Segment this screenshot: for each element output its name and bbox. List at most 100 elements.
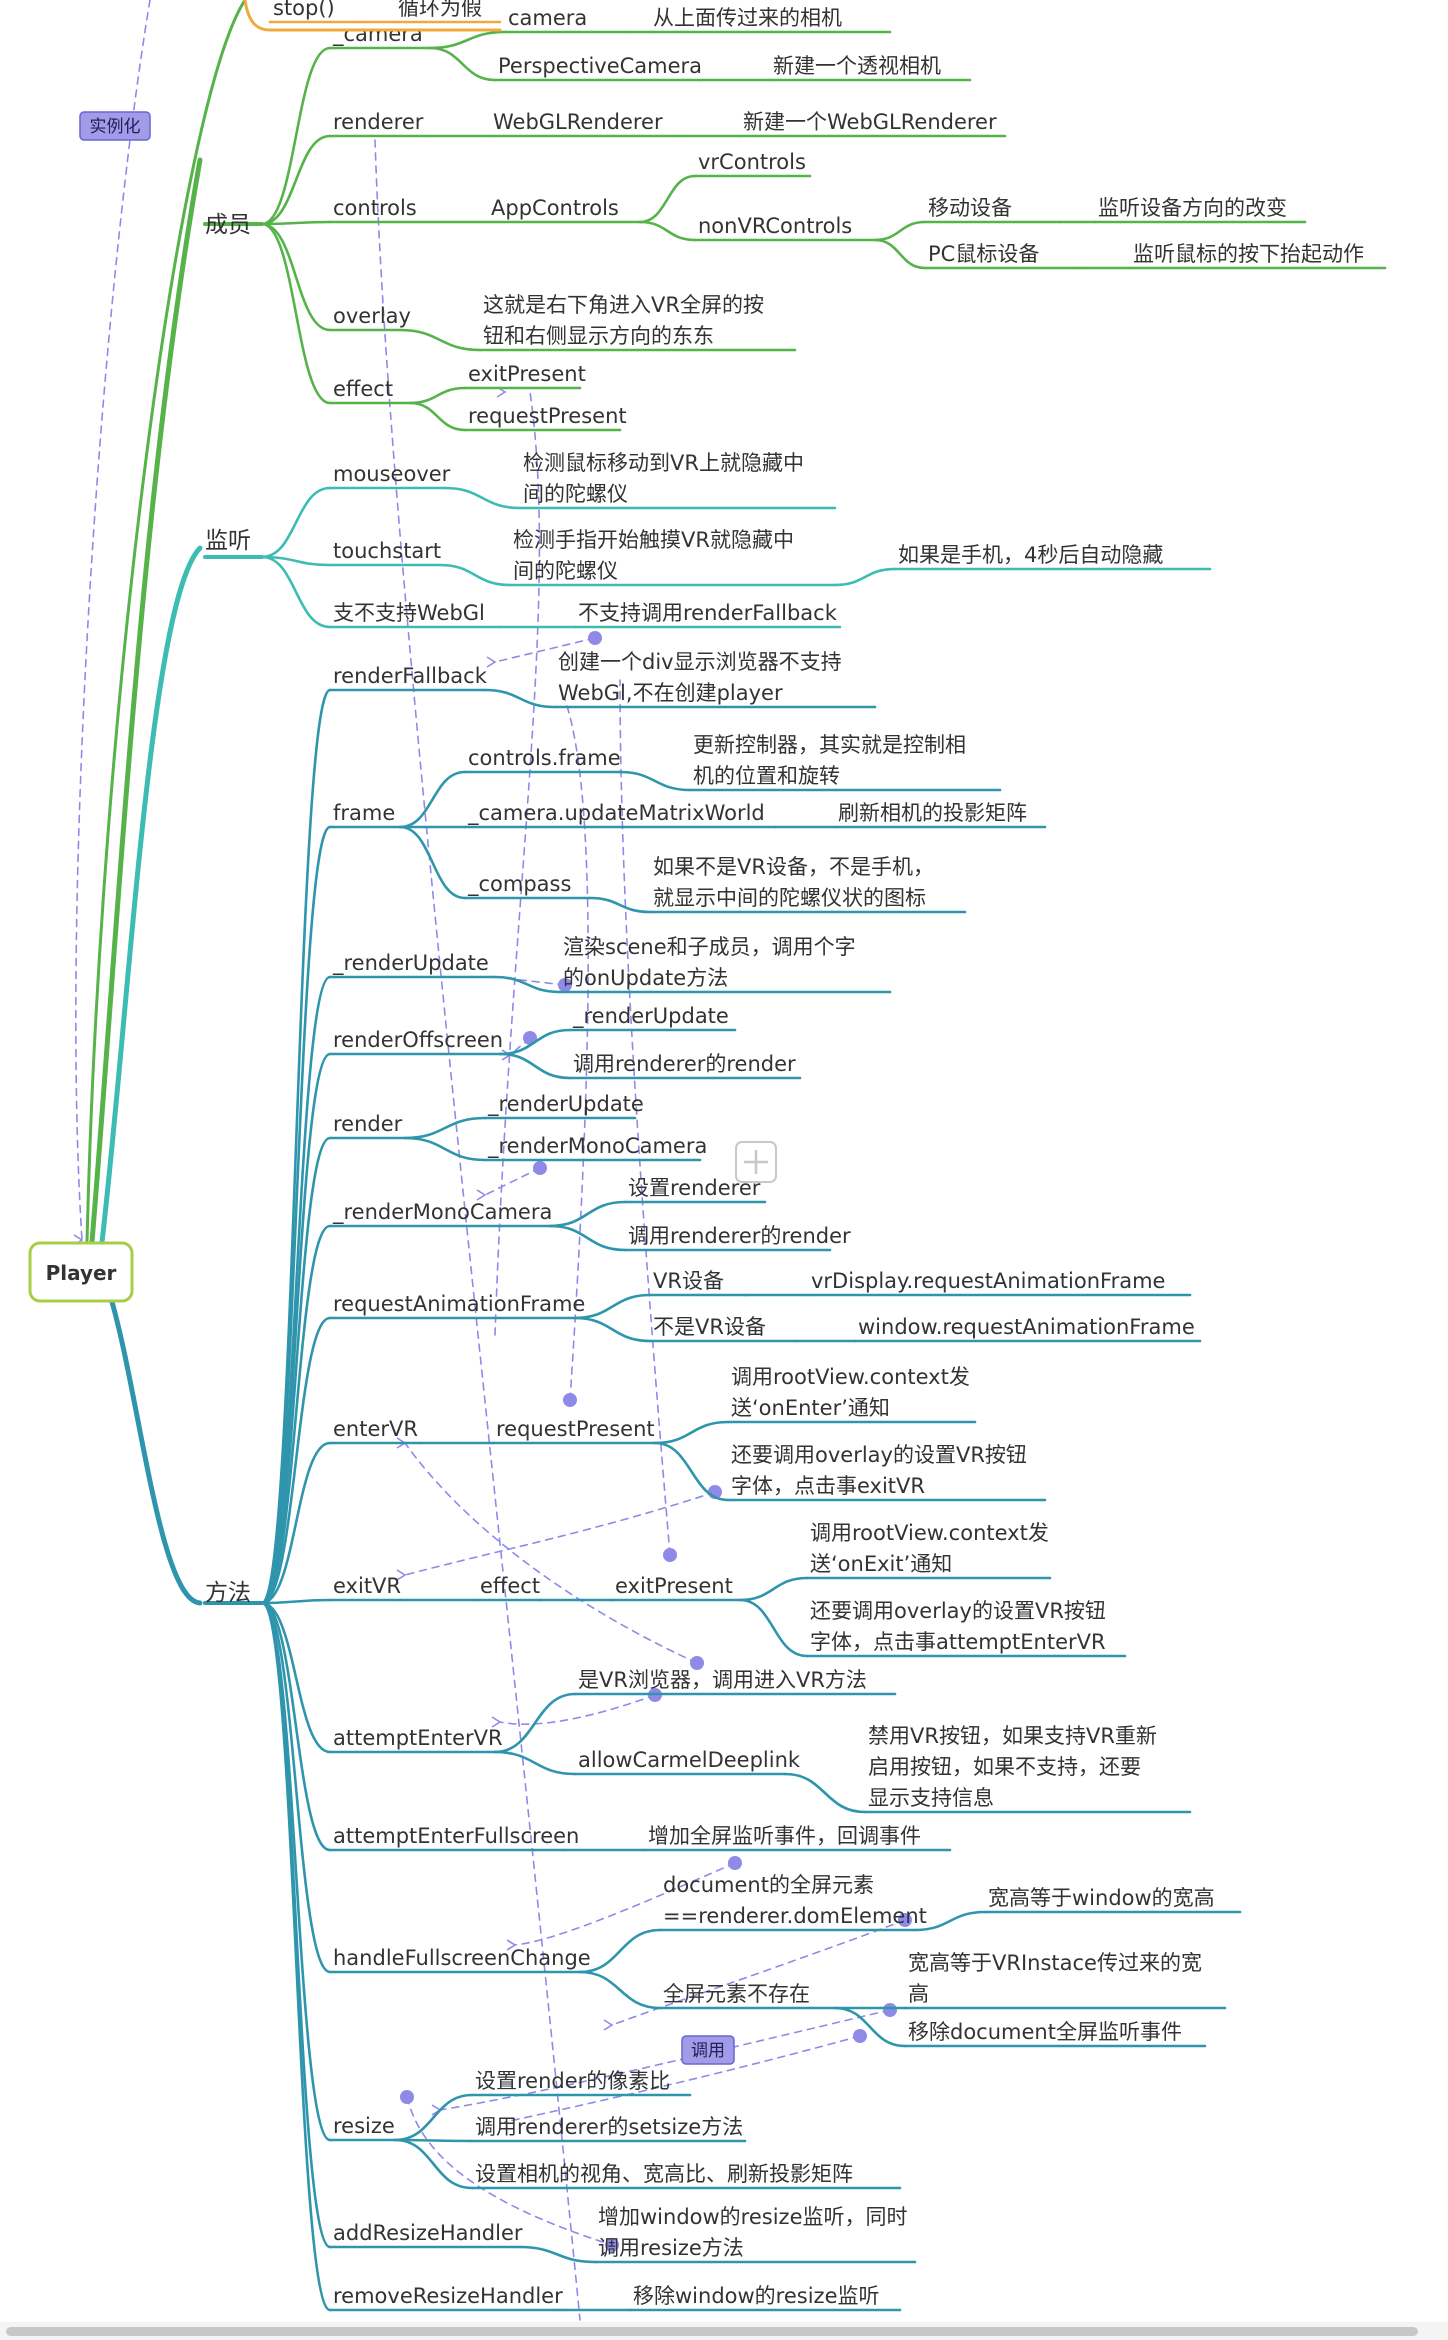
relation-dot — [563, 1393, 577, 1407]
raf-vr-device-note-label: vrDisplay.requestAnimationFrame — [811, 1269, 1165, 1293]
fullscreen-window-size-note-label: 宽高等于window的宽高 — [988, 1886, 1215, 1910]
relation-dot — [605, 2238, 619, 2252]
pc-device-connector — [873, 238, 927, 270]
top-branch-line — [243, 0, 502, 32]
relation-line — [439, 2009, 891, 2111]
mobile-device-label: 移动设备 — [928, 196, 1012, 220]
raf-non-vr-device-label: 不是VR设备 — [653, 1315, 766, 1339]
method-render-connector — [260, 1136, 332, 1605]
camera-param-note-label: 从上面传过来的相机 — [653, 6, 842, 30]
method-render-label: render — [333, 1112, 403, 1136]
fullscreen-listen-note-label: 增加全屏监听事件，回调事件 — [648, 1824, 921, 1848]
render-render-update-label: _renderUpdate — [487, 1092, 644, 1117]
member-camera-connector — [260, 46, 332, 226]
allow-carmel-deeplink-label: allowCarmelDeeplink — [578, 1748, 801, 1772]
app-controls-label: AppControls — [491, 196, 619, 220]
listen-mouseover-label: mouseover — [333, 462, 451, 486]
enter-overlay-note-label: 还要调用overlay的设置VR按钮字体，点击事exitVR — [731, 1443, 1027, 1498]
method-remove-resize-handler-label: removeResizeHandler — [333, 2284, 563, 2308]
nonvr-controls-label: nonVRControls — [698, 214, 852, 238]
attempt-vr-browser-note-connector — [493, 1692, 577, 1754]
mono-renderer-render-connector — [548, 1224, 627, 1252]
horizontal-scrollbar[interactable] — [0, 2322, 1448, 2340]
fullscreen-window-size-note-connector — [913, 1910, 987, 1932]
relation-line — [404, 1442, 698, 1664]
add-resize-note-label: 增加window的resize监听，同时调用resize方法 — [598, 2205, 907, 2260]
frame-compass-note-connector — [588, 896, 652, 914]
relation-arrowhead — [396, 1569, 407, 1581]
method-frame-label: frame — [333, 801, 395, 825]
listen-webgl-support-connector — [260, 555, 332, 629]
trunk-listeners — [99, 545, 203, 1245]
render-mono-camera-label: _renderMonoCamera — [487, 1134, 707, 1159]
relation-line — [504, 2035, 861, 2123]
render-fallback-note-connector — [483, 688, 557, 709]
listen-mouseover-connector — [260, 486, 332, 559]
frame-controls-note-connector — [618, 770, 692, 792]
mouseover-note-label: 检测鼠标移动到VR上就隐藏中间的陀螺仪 — [523, 451, 804, 506]
relation-dot — [883, 2003, 897, 2017]
branch-methods: 方法 — [205, 1580, 251, 1606]
resize-camera-aspect-connector — [393, 2138, 474, 2190]
render-mono-camera-connector — [403, 1136, 487, 1162]
add-node-button[interactable] — [735, 1141, 777, 1183]
root-node[interactable]: Player — [28, 1241, 134, 1303]
member-effect-connector — [260, 222, 332, 405]
relation-line — [514, 1862, 736, 1946]
relation-dot — [588, 631, 602, 645]
scrollbar-thumb[interactable] — [6, 2327, 1418, 2336]
fullscreen-element-equal-connector — [578, 1928, 662, 1974]
mobile-device-connector — [873, 220, 927, 242]
method-remove-resize-handler-connector — [260, 1601, 332, 2312]
relation-line — [611, 1919, 906, 2026]
nonvr-controls-connector — [638, 220, 697, 242]
trunk-methods — [109, 1299, 203, 1606]
relation-line — [404, 1491, 716, 1576]
deeplink-note-connector — [783, 1772, 867, 1814]
method-attempt-enter-vr-connector — [260, 1601, 332, 1754]
method-add-resize-handler-label: addResizeHandler — [333, 2221, 523, 2245]
raf-vr-device-connector — [573, 1293, 652, 1320]
frame-controls-label: controls.frame — [468, 746, 621, 770]
mono-set-renderer-connector — [548, 1200, 627, 1228]
method-resize-connector — [260, 1601, 332, 2142]
exit-notify-note-connector — [738, 1576, 809, 1602]
fullscreen-element-missing-connector — [578, 1970, 662, 2010]
webgl-renderer-label: WebGLRenderer — [493, 110, 663, 134]
relation-arrowhead — [476, 1189, 487, 1201]
fullscreen-remove-listener-note-label: 移除document全屏监听事件 — [908, 2020, 1182, 2044]
enter-request-present-label: requestPresent — [496, 1417, 655, 1441]
offscreen-render-update-label: _renderUpdate — [572, 1004, 729, 1029]
frame-compass-label: _compass — [467, 872, 571, 897]
relation-arrowhead — [491, 1716, 502, 1728]
frame-update-matrix-label: _camera.updateMatrixWorld — [467, 801, 765, 826]
trunk-members — [89, 157, 203, 1245]
resize-pixel-ratio-connector — [393, 2093, 474, 2142]
frame-controls-note-label: 更新控制器，其实就是控制相机的位置和旋转 — [693, 733, 966, 788]
method-frame-connector — [260, 825, 332, 1605]
relation-dot — [853, 2029, 867, 2043]
relation-dot — [663, 1548, 677, 1562]
relation-line — [499, 1694, 656, 1725]
fullscreen-vrinstance-size-note-label: 宽高等于VRInstace传过来的宽高 — [908, 1951, 1202, 2006]
member-controls-label: controls — [333, 196, 417, 220]
enter-notify-note-label: 调用rootView.context发送‘onEnter’通知 — [731, 1365, 970, 1420]
fullscreen-element-missing-label: 全屏元素不存在 — [663, 1982, 810, 2006]
camera-param-connector — [428, 30, 507, 50]
mobile-device-note-label: 监听设备方向的改变 — [1098, 196, 1287, 220]
render-render-update-connector — [403, 1116, 487, 1140]
relation-dot — [728, 1856, 742, 1870]
relation-dot — [400, 2090, 414, 2104]
stop-node-label: stop() — [273, 0, 335, 20]
deeplink-note-label: 禁用VR按钮，如果支持VR重新启用按钮，如果不支持，还要显示支持信息 — [868, 1724, 1157, 1810]
raf-window-note-label: window.requestAnimationFrame — [858, 1315, 1195, 1339]
stop-note-label: 循环为假 — [398, 0, 482, 20]
method-render-offscreen-label: renderOffscreen — [333, 1028, 503, 1052]
method-render-update-label: _renderUpdate — [332, 951, 489, 976]
frame-update-matrix-note-label: 刷新相机的投影矩阵 — [838, 801, 1027, 825]
member-overlay-label: overlay — [333, 304, 411, 328]
mono-renderer-render-label: 调用renderer的render — [628, 1224, 851, 1248]
raf-non-vr-device-connector — [573, 1316, 652, 1343]
trunk-top — [85, 0, 247, 1244]
